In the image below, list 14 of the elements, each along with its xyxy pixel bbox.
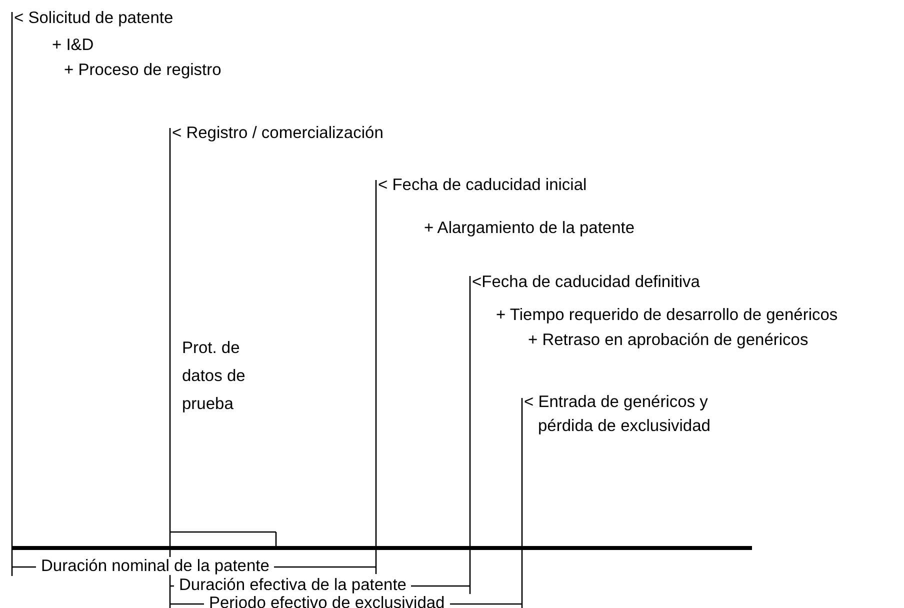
step-label: + I&D [52, 35, 94, 55]
step-label: + Tiempo requerido de desarrollo de genéricos [496, 305, 838, 325]
event-label: < Fecha de caducidad inicial [378, 175, 587, 195]
span-label: Periodo efectivo de exclusividad [204, 594, 450, 608]
event-label: < Entrada de genéricos y pérdida de exclusividad [524, 392, 712, 437]
step-label: + Proceso de registro [64, 60, 222, 80]
span-label: Duración nominal de la patente [36, 557, 274, 575]
step-label: + Alargamiento de la patente [424, 218, 635, 238]
span-label: Duración efectiva de la patente [174, 576, 412, 594]
event-label: < Registro / comercialización [172, 123, 384, 143]
event-label: <Fecha de caducidad definitiva [472, 272, 700, 292]
event-label: < Solicitud de patente [14, 8, 174, 28]
step-label: + Retraso en aprobación de genéricos [528, 330, 808, 350]
note-label: Prot. de datos de prueba [182, 338, 246, 415]
